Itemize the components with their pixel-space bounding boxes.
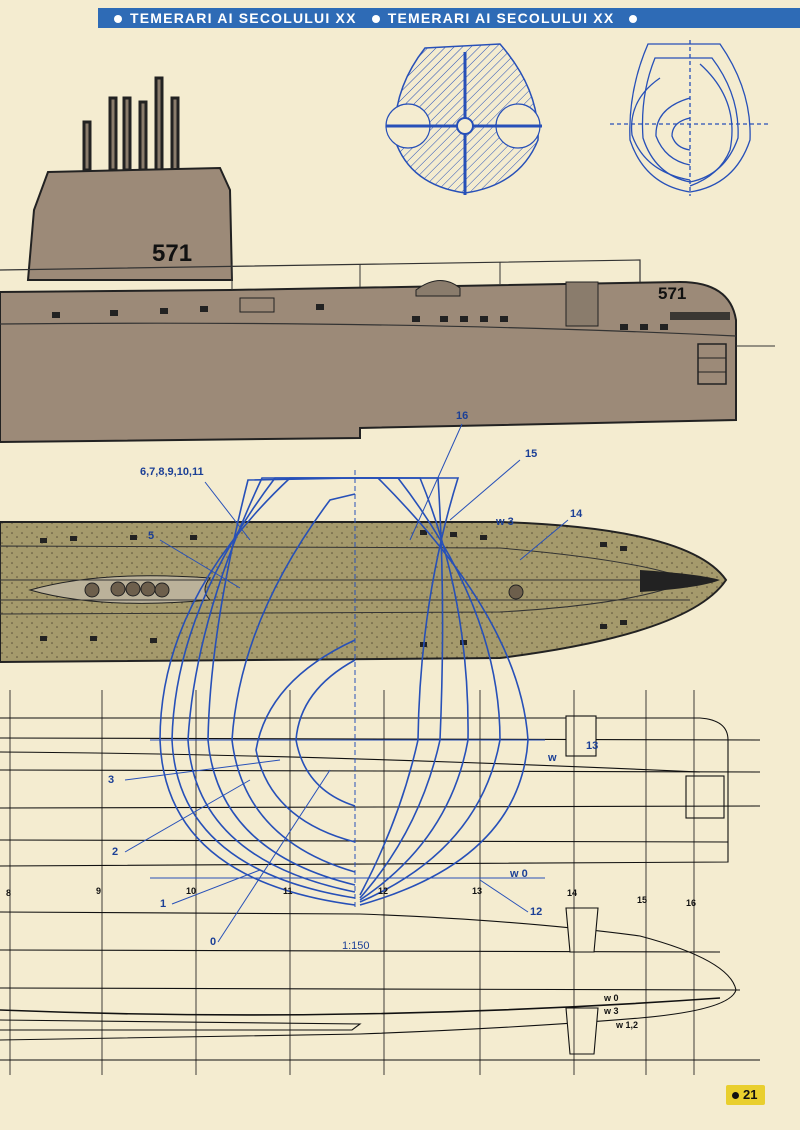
waterline-label: w 1,2 bbox=[616, 1020, 639, 1030]
frame-number: 14 bbox=[567, 888, 578, 898]
waterline-label: w 3 bbox=[604, 1006, 619, 1016]
frame-number: 10 bbox=[186, 886, 197, 896]
hull-number-bow: 571 bbox=[658, 284, 687, 303]
label-6-11: 6,7,8,9,10,11 bbox=[140, 466, 204, 478]
frame-number: 8 bbox=[6, 888, 12, 898]
bullet-icon bbox=[371, 14, 380, 23]
bullet-icon bbox=[732, 1092, 739, 1100]
bullet-icon bbox=[629, 14, 638, 23]
frame-stations bbox=[9, 690, 695, 1075]
deck-plan bbox=[0, 521, 728, 664]
label-w-13: w bbox=[548, 752, 557, 764]
waterline-label: w 0 bbox=[604, 993, 619, 1003]
frame-number: 11 bbox=[283, 886, 293, 896]
page-number-text: 21 bbox=[743, 1087, 758, 1102]
series-title: TEMERARI AI SECOLULUI XX bbox=[130, 10, 357, 26]
label-12: 12 bbox=[530, 906, 543, 918]
frame-number: 15 bbox=[637, 895, 648, 905]
frame-number: 16 bbox=[686, 898, 697, 908]
label-w0-blue: w 0 bbox=[510, 868, 528, 880]
series-header: TEMERARI AI SECOLULUI XX TEMERARI AI SEC… bbox=[98, 8, 800, 28]
label-16: 16 bbox=[456, 410, 469, 422]
frame-number: 12 bbox=[378, 886, 389, 896]
label-w3: w 3 bbox=[496, 516, 514, 528]
label-3: 3 bbox=[108, 774, 115, 786]
frame-number: 13 bbox=[472, 886, 483, 896]
hull-number-sail: 571 bbox=[152, 240, 193, 267]
side-elevation bbox=[0, 76, 775, 444]
label-14: 14 bbox=[570, 508, 583, 520]
body-plan-overlay bbox=[124, 423, 569, 943]
label-1: 1 bbox=[160, 898, 167, 910]
page-number: 21 bbox=[726, 1085, 766, 1105]
label-2: 2 bbox=[112, 846, 119, 858]
profile-plan bbox=[0, 715, 761, 867]
cross-section-exterior bbox=[385, 43, 542, 195]
bullet-icon bbox=[114, 14, 122, 23]
label-15: 15 bbox=[525, 448, 538, 460]
label-0: 0 bbox=[210, 936, 217, 948]
cross-section-body-plan bbox=[610, 40, 770, 196]
frame-number: 9 bbox=[96, 886, 102, 896]
label-5: 5 bbox=[148, 530, 155, 542]
label-13: 13 bbox=[586, 740, 599, 752]
series-title: TEMERARI AI SECOLULUI XX bbox=[387, 10, 615, 26]
scale-label: 1:150 bbox=[342, 940, 370, 952]
